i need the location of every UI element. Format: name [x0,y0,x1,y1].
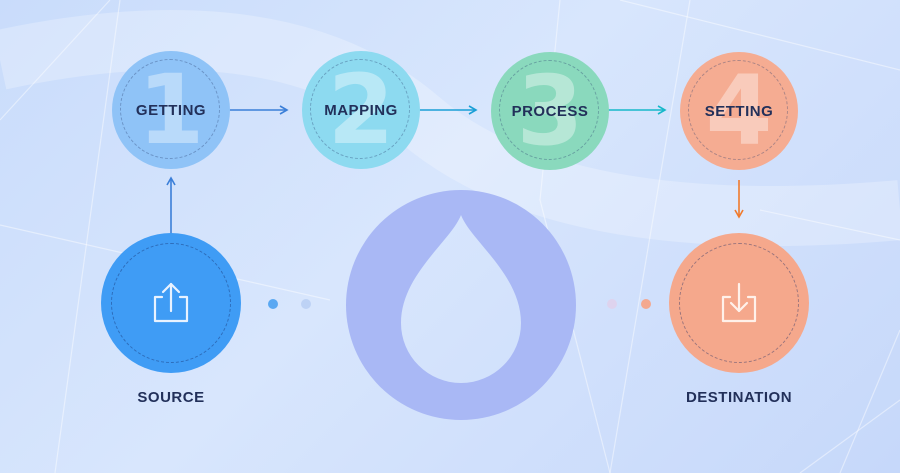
step-ring [120,59,220,159]
source-node [101,233,241,373]
step-mapping: 2 MAPPING [302,51,420,169]
upload-icon [153,282,189,323]
destination-node [669,233,809,373]
drupal-drop-logo [345,189,577,421]
step-number: 4 [705,55,773,167]
download-icon [721,282,757,323]
destination-ring [679,243,799,363]
step-number: 1 [137,54,205,166]
step-ring [310,59,410,159]
step-label: PROCESS [511,102,589,120]
drop-logo-svg [346,190,576,420]
step-getting: 1 GETTING [112,51,230,169]
step-ring [688,60,788,160]
step-label: SETTING [704,102,774,120]
source-label: SOURCE [137,389,205,406]
step-process: 3 PROCESS [491,52,609,170]
connector-dot [268,299,278,309]
step-number: 3 [516,55,584,167]
source-ring [111,243,231,363]
connector-dot [301,299,311,309]
step-label: MAPPING [324,101,398,119]
step-setting: 4 SETTING [680,52,798,170]
step-ring [499,60,599,160]
connector-dot [641,299,651,309]
connector-dot [607,299,617,309]
step-number: 2 [327,54,395,166]
destination-label: DESTINATION [685,389,793,406]
step-label: GETTING [135,101,207,119]
